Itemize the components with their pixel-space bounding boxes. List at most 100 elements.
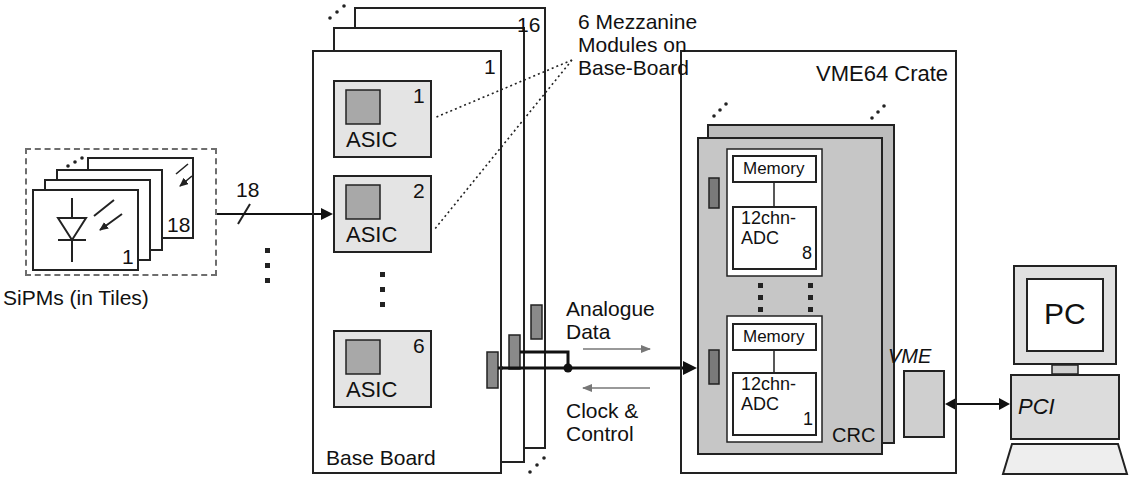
node-text: CRC bbox=[832, 424, 875, 446]
drawing-part bbox=[346, 185, 380, 219]
callout-number: 1 bbox=[122, 245, 134, 268]
vme-interface: VME bbox=[903, 370, 945, 438]
drawing-part bbox=[808, 295, 813, 300]
annotation: 6 Mezzanine Modules on Base-Board bbox=[578, 10, 718, 79]
drawing-part bbox=[758, 283, 763, 288]
drawing-part bbox=[758, 295, 763, 300]
drawing-part bbox=[709, 350, 719, 384]
cable-branch bbox=[520, 352, 568, 368]
drawing-part bbox=[380, 302, 385, 307]
drawing-part bbox=[346, 340, 380, 374]
base-board-fill bbox=[312, 50, 502, 474]
node-text: 1 bbox=[484, 55, 496, 78]
connector-line bbox=[217, 213, 322, 215]
pc-monitor: PC bbox=[1013, 265, 1117, 365]
arrow-head bbox=[945, 398, 956, 410]
drawing-part bbox=[333, 175, 432, 253]
drawing-part bbox=[346, 90, 380, 124]
continuation-dots bbox=[758, 283, 813, 312]
monitor-stand bbox=[1052, 365, 1078, 374]
adc-module-frame bbox=[727, 149, 822, 442]
diode-symbol bbox=[58, 198, 86, 262]
crc-board-fill bbox=[697, 137, 883, 455]
mezzanine-module: 6ASIC bbox=[333, 330, 432, 408]
node-text: 16 bbox=[517, 13, 540, 36]
drawing-part bbox=[58, 218, 86, 240]
memory-box: Memory bbox=[732, 155, 817, 183]
node-subtext: 8 bbox=[802, 244, 812, 264]
node-text: Memory bbox=[743, 328, 804, 347]
drawing-part bbox=[727, 149, 822, 276]
drawing-part bbox=[528, 470, 532, 474]
drawing-part bbox=[328, 16, 332, 20]
connector bbox=[217, 208, 333, 220]
light-arrows bbox=[94, 200, 122, 230]
sipm-tiles bbox=[33, 158, 193, 270]
pci-card: PCI bbox=[1010, 374, 1120, 440]
drawing-part bbox=[724, 102, 728, 106]
crc-connector bbox=[709, 178, 719, 384]
node-text: SiPMs (in Tiles) bbox=[3, 286, 149, 309]
drawing-part bbox=[531, 305, 542, 339]
drawing-part bbox=[380, 287, 385, 292]
signal-name: Analogue Data bbox=[566, 297, 666, 343]
connector-line bbox=[955, 403, 1000, 405]
drawing-part bbox=[882, 104, 886, 108]
drawing-part bbox=[876, 110, 880, 114]
callout-number: 18 bbox=[167, 213, 190, 236]
node-text: PCI bbox=[1018, 395, 1055, 419]
tile-dots bbox=[66, 156, 84, 168]
drawing-part bbox=[66, 164, 70, 168]
node-text: Memory bbox=[743, 160, 804, 179]
leader-line bbox=[434, 60, 572, 230]
edge-label: 18 bbox=[236, 178, 259, 201]
node-subtext: Base Board bbox=[326, 446, 436, 469]
connector bbox=[945, 398, 1010, 410]
drawing-part bbox=[870, 116, 874, 120]
drawing-part bbox=[333, 80, 432, 158]
stack-dots bbox=[328, 4, 546, 474]
memory-box: Memory bbox=[732, 323, 817, 351]
drawing-part bbox=[727, 316, 822, 442]
connector-line bbox=[502, 367, 684, 370]
drawing-part bbox=[712, 114, 716, 118]
drawing-part bbox=[335, 10, 339, 14]
drawing-part bbox=[718, 108, 722, 112]
tile-group: SiPMs (in Tiles) bbox=[25, 148, 217, 276]
arrow-head bbox=[999, 398, 1010, 410]
connector bbox=[502, 361, 697, 375]
node-text: 1 bbox=[413, 84, 425, 107]
signal-arrow bbox=[583, 387, 650, 389]
drawing-part bbox=[333, 330, 432, 408]
node-subtext: ASIC bbox=[346, 378, 397, 402]
crc-board: CRCMemory12chn- ADC8Memory12chn- ADC1 bbox=[697, 137, 883, 455]
keyboard bbox=[1003, 444, 1127, 474]
node-text: 6 bbox=[413, 334, 425, 357]
drawing-part bbox=[80, 156, 84, 160]
drawing-part bbox=[509, 335, 520, 369]
module-fill bbox=[333, 80, 432, 408]
drawing-part bbox=[709, 178, 719, 208]
base-board: 1Base Board1ASIC2ASIC6ASIC bbox=[312, 50, 502, 474]
adc-box: 12chn- ADC1 bbox=[732, 372, 817, 436]
stack-dots bbox=[712, 102, 886, 120]
drawing-part bbox=[33, 190, 138, 270]
drawing-part bbox=[265, 278, 270, 283]
drawing-part bbox=[265, 263, 270, 268]
arrow-head bbox=[321, 208, 333, 220]
node-text: VME bbox=[888, 345, 931, 367]
mezzanine-module: 1ASIC bbox=[333, 80, 432, 158]
node-subtext: 1 bbox=[803, 410, 813, 430]
drawing-part bbox=[808, 307, 813, 312]
board-connector bbox=[487, 305, 542, 388]
light-arrows bbox=[176, 164, 192, 186]
monitor-screen bbox=[1027, 279, 1103, 351]
monitor-fill bbox=[1013, 265, 1117, 365]
node-subtext: ASIC bbox=[346, 223, 397, 247]
drawing-part bbox=[542, 456, 546, 460]
drawing-part bbox=[73, 160, 77, 164]
continuation-dots bbox=[265, 248, 385, 307]
drawing-part bbox=[758, 307, 763, 312]
drawing-part bbox=[808, 283, 813, 288]
